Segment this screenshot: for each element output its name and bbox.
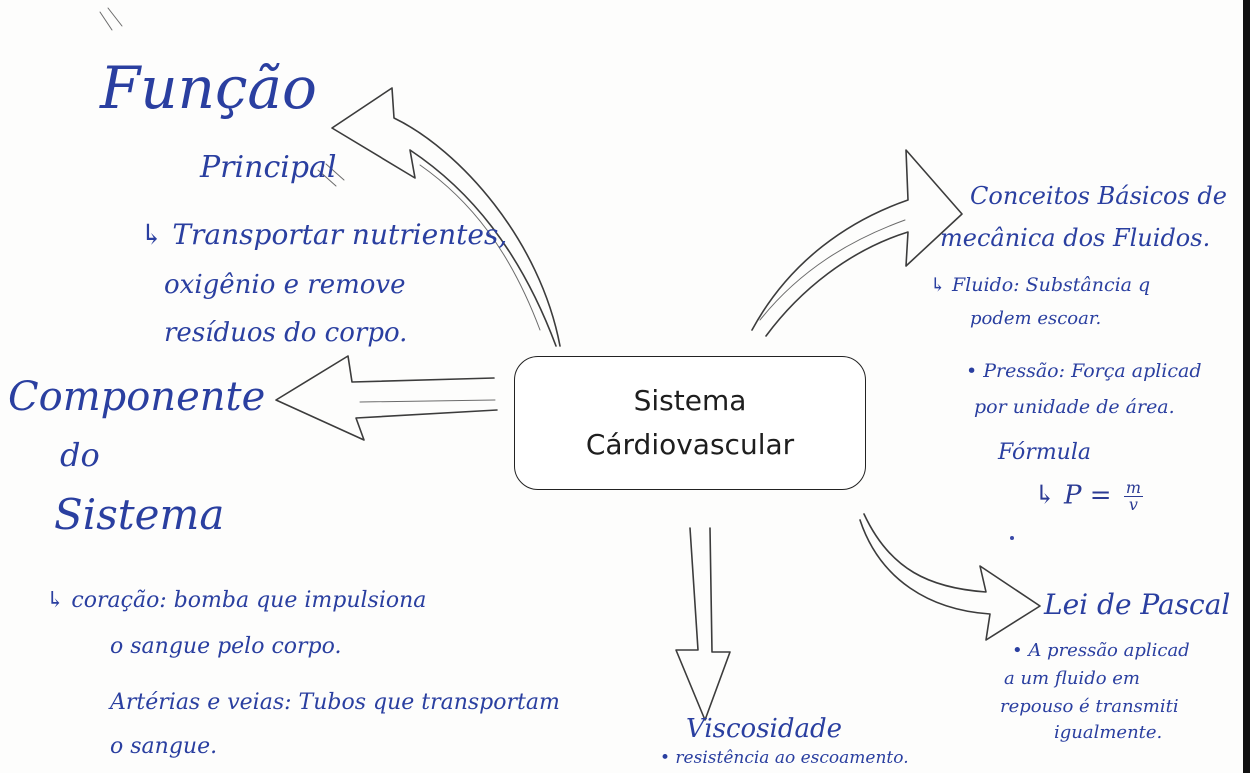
pascal-line-2: a um fluido em	[1004, 668, 1140, 689]
arrow-to-pascal-icon	[859, 513, 1041, 641]
viscosidade-text: • resistência ao escoamento.	[660, 748, 909, 768]
pressao-line-2: por unidade de área.	[974, 396, 1175, 418]
arrow-to-componente-icon	[275, 355, 498, 441]
funcao-line-2: oxigênio e remove	[164, 270, 406, 300]
slash-mark-title	[317, 163, 345, 187]
componente-item2-line1: Artérias e veias: Tubos que transportam	[110, 690, 560, 715]
formula-p: ↳ P =	[1034, 480, 1112, 511]
fluido-line-2: podem escoar.	[970, 308, 1102, 329]
formula-denominator: v	[1128, 495, 1138, 514]
pascal-line-4: igualmente.	[1054, 722, 1163, 743]
componente-item2-line2: o sangue.	[110, 734, 218, 759]
scan-border	[1243, 0, 1250, 773]
arrow-to-viscosidade-icon	[675, 527, 731, 721]
conceitos-title-2: mecânica dos Fluidos.	[940, 224, 1211, 252]
slash-mark-top	[99, 7, 123, 31]
fluido-line-1: ↳ Fluido: Substância q	[930, 274, 1151, 296]
central-topic-box: Sistema Cárdiovascular	[514, 356, 866, 490]
pressao-line-1: • Pressão: Força aplicad	[966, 360, 1202, 382]
central-topic-line2: Cárdiovascular	[585, 428, 795, 461]
funcao-line-3: resíduos do corpo.	[164, 318, 408, 348]
conceitos-title-1: Conceitos Básicos de	[970, 182, 1227, 210]
funcao-title: Função	[100, 54, 317, 122]
funcao-subtitle: Principal	[200, 150, 337, 185]
funcao-line-1: ↳ Transportar nutrientes,	[140, 218, 508, 251]
formula-fraction: m v	[1123, 478, 1144, 514]
arrow-to-funcao-icon	[331, 87, 561, 347]
componente-title-3: Sistema	[54, 490, 225, 539]
componente-item1-line1: ↳ coração: bomba que impulsiona	[46, 588, 427, 613]
formula-numerator: m	[1123, 478, 1144, 497]
arrow-to-conceitos-icon	[751, 149, 963, 337]
formula-label: Fórmula	[998, 440, 1092, 465]
stray-dot	[1010, 536, 1014, 540]
componente-item1-line2: o sangue pelo corpo.	[110, 634, 342, 659]
pascal-line-3: repouso é transmiti	[1000, 696, 1179, 717]
viscosidade-title: Viscosidade	[686, 714, 843, 744]
componente-title-2: do	[60, 436, 100, 474]
pascal-line-1: • A pressão aplicad	[1012, 640, 1190, 661]
pascal-title: Lei de Pascal	[1044, 588, 1231, 621]
formula-expression: ↳ P = m v	[1034, 478, 1144, 514]
central-topic-line1: Sistema	[633, 384, 747, 417]
componente-title-1: Componente	[8, 374, 266, 420]
